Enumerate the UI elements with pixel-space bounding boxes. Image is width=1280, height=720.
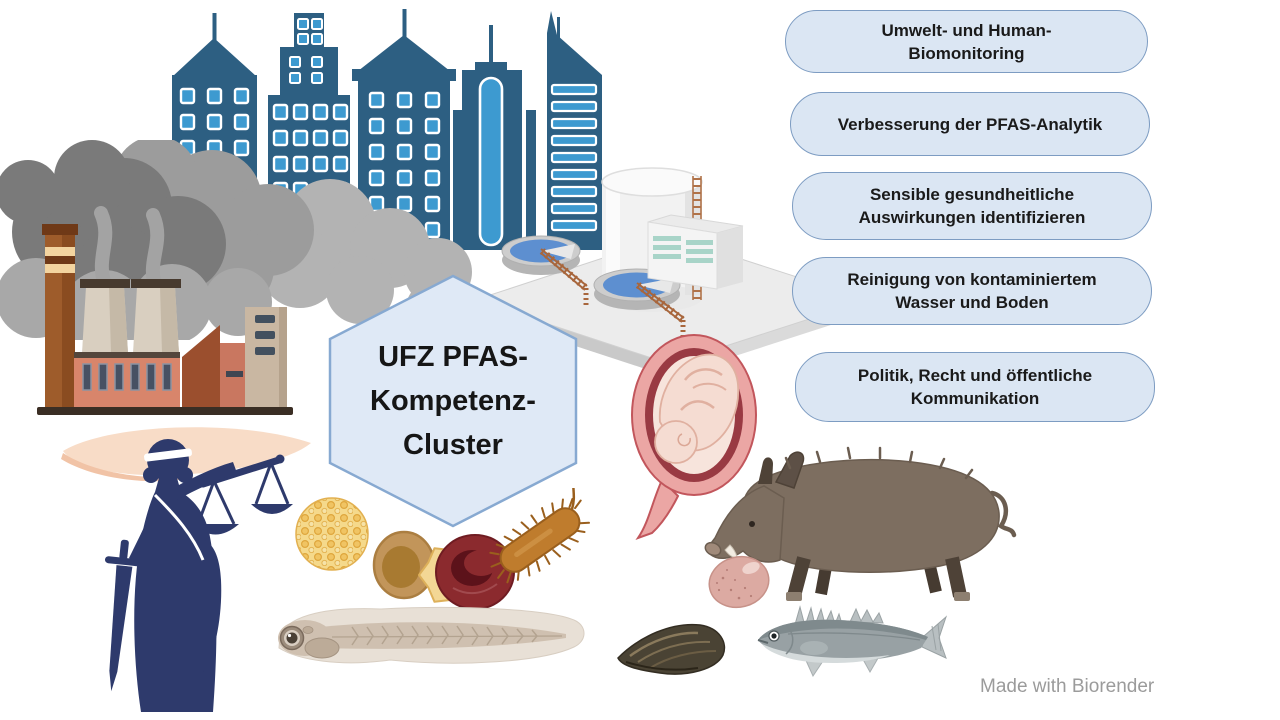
cluster-title-line: Kompetenz- [370, 385, 536, 417]
topic-pill-gesundheitliche-auswirkungen: Sensible gesundheitliche Auswirkungen id… [792, 172, 1152, 240]
plant-building [647, 214, 744, 290]
fish-larva-illustration [278, 607, 585, 664]
clarifier-basin [501, 235, 589, 305]
topic-pill-politik-kommunikation: Politik, Recht und öffentliche Kommunika… [795, 352, 1155, 422]
bacterium-illustration [489, 488, 599, 584]
egg-illustration [708, 555, 770, 609]
building-windows [179, 18, 598, 247]
pill-text-line: Kommunikation [910, 389, 1040, 408]
pill-text-line: Reinigung von kontaminiertem [847, 270, 1097, 289]
factory-chimney [42, 224, 78, 409]
topic-pill-biomonitoring: Umwelt- und Human- Biomonitoring [785, 10, 1148, 73]
wild-boar-illustration [704, 446, 1017, 601]
topic-pill-pfas-analytik: Verbesserung der PFAS-Analytik [790, 92, 1150, 156]
pill-text-line: Verbesserung der PFAS-Analytik [837, 114, 1103, 134]
oocyte-cell-illustration [372, 530, 436, 600]
pill-text-line: Umwelt- und Human- [881, 20, 1052, 40]
pill-text-line: Politik, Recht und öffentliche [857, 366, 1093, 385]
sword [104, 539, 143, 692]
cells-group [295, 488, 599, 610]
pill-text-line: Sensible gesundheitliche [869, 185, 1075, 204]
biorender-watermark: Made with Biorender [980, 676, 1155, 697]
pill-text-line: Biomonitoring [908, 43, 1025, 63]
cluster-title-line: Cluster [403, 429, 503, 461]
cluster-title-line: UFZ PFAS- [378, 341, 528, 373]
cooling-towers [80, 279, 181, 353]
pill-text-line: Wasser und Boden [895, 293, 1049, 312]
cell-cluster-illustration [295, 497, 369, 571]
fish-illustration [757, 605, 948, 678]
lady-justice-illustration [104, 439, 293, 712]
scales-of-justice [193, 454, 293, 535]
fetus-in-uterus-illustration [631, 334, 757, 540]
pill-text-line: Auswirkungen identifizieren [858, 208, 1086, 227]
mussel-illustration [617, 623, 726, 675]
hexagon-shape [328, 274, 578, 528]
cluster-title: UFZ PFAS- Kompetenz- Cluster [326, 274, 580, 528]
topic-pill-reinigung: Reinigung von kontaminiertem Wasser und … [792, 257, 1152, 325]
factory-illustration [37, 206, 293, 415]
fetus [654, 353, 740, 464]
